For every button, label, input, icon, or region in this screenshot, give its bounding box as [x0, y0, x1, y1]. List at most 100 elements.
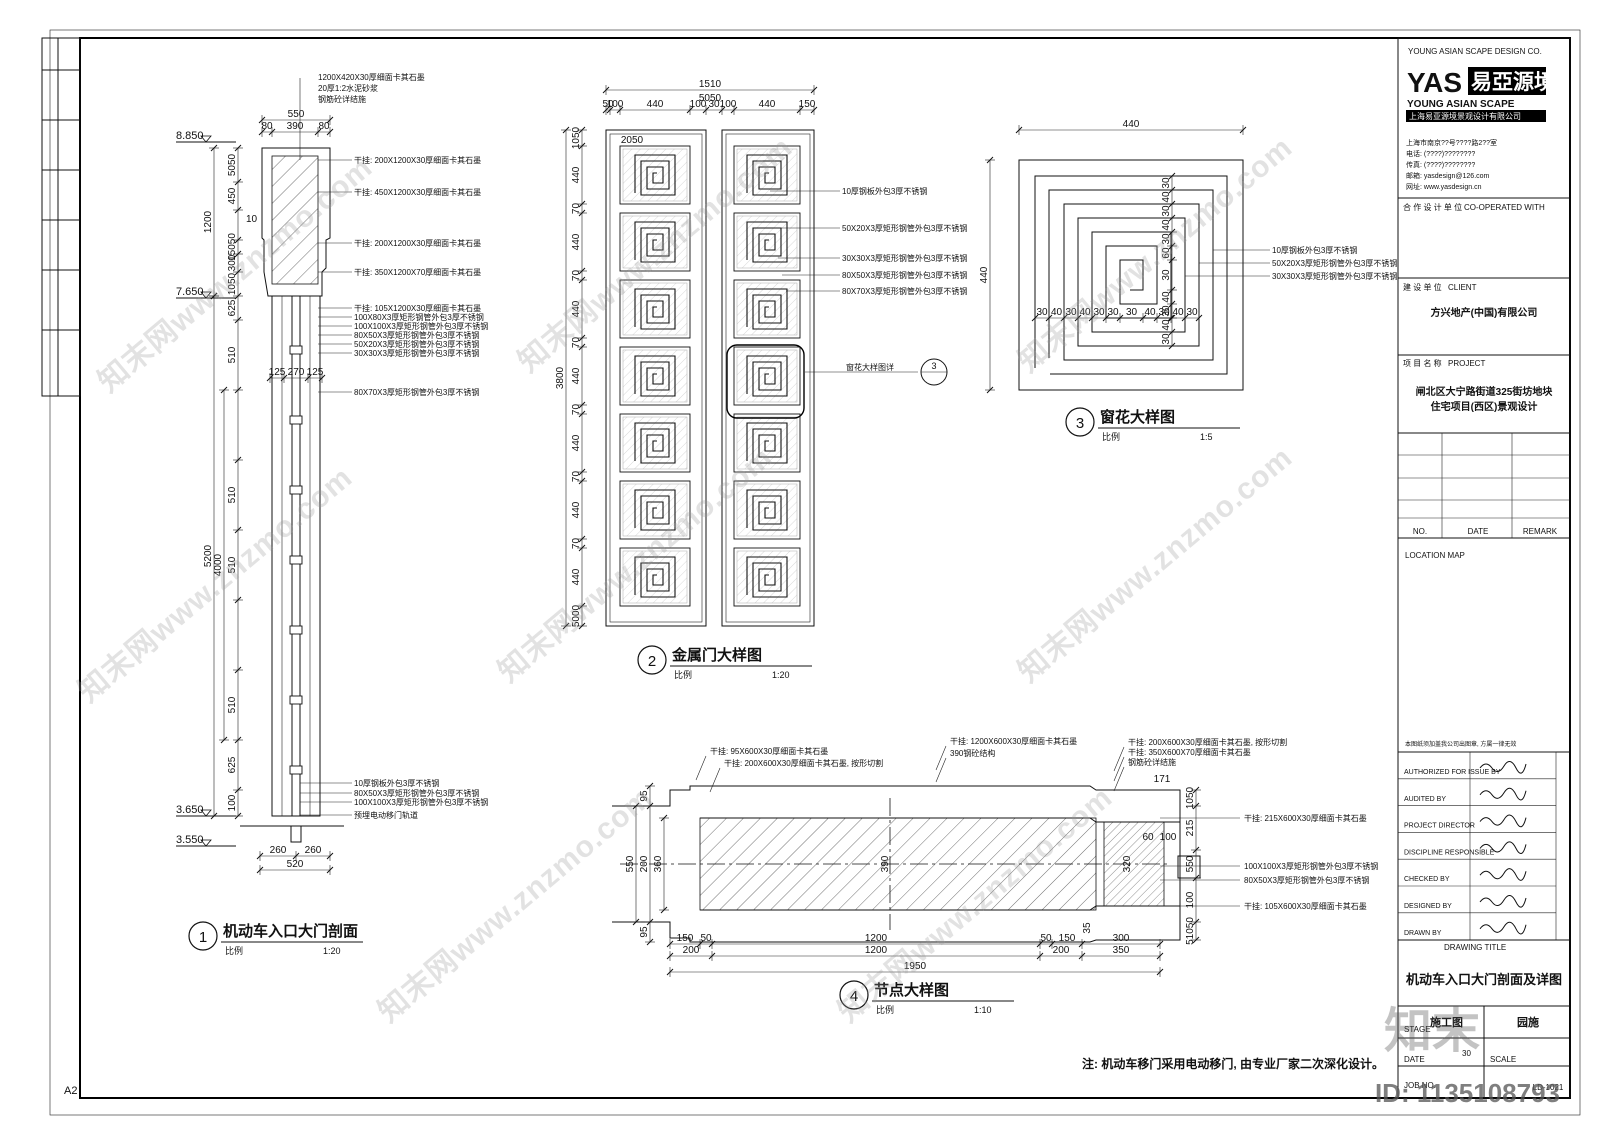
view-number: 2 [648, 653, 656, 670]
client-label: 建 设 单 位 [1403, 282, 1442, 292]
door-panels [619, 145, 801, 607]
annotation: 50X20X3厚矩形钢管外包3厚不锈钢 [842, 223, 967, 233]
signature [1479, 868, 1527, 881]
door-panel-fill [622, 483, 688, 537]
annotation: 80X50X3厚矩形钢管外包3厚不锈钢 [354, 330, 479, 340]
dim-label: 4000 [213, 553, 224, 576]
dim-label: 70 [571, 270, 582, 282]
dim-label: 200 [683, 945, 700, 956]
dim-label: 5200 [203, 544, 214, 567]
dim-label: 510 [227, 346, 238, 363]
annotation: 干挂: 350X600X70厚细面卡其石墨 [1128, 747, 1251, 757]
annotation: 钢筋砼详结施 [1128, 757, 1176, 767]
dim-label: 30 [1161, 305, 1172, 317]
dim-label: 70 [571, 404, 582, 416]
dim-label: 70 [571, 471, 582, 483]
dim-label: 30 [1158, 307, 1170, 318]
job-label: JOB NO. [1404, 1081, 1436, 1090]
dim-label: 360 [653, 855, 664, 872]
level-marker [200, 809, 212, 817]
door-notes: 10厚钢板外包3厚不锈钢50X20X3厚矩形钢管外包3厚不锈钢30X30X3厚矩… [770, 186, 967, 386]
annotation: 80X70X3厚矩形钢管外包3厚不锈钢 [842, 286, 967, 296]
dim-label: 60 [1161, 247, 1172, 259]
bottom-note: 注: 机动车移门采用电动移门, 由专业厂家二次深化设计。 [1082, 1056, 1384, 1071]
dim-label: 625 [227, 299, 238, 316]
post-node [289, 625, 303, 635]
callout-frame [726, 344, 805, 419]
pattern-notes: 10厚钢板外包3厚不锈钢50X20X3厚矩形钢管外包3厚不锈钢30X30X3厚矩… [1185, 245, 1397, 281]
dim-label: 270 [288, 367, 305, 378]
door-spiral [746, 154, 788, 196]
dim-label: 390 [287, 121, 304, 132]
dim-label: 5000 [571, 604, 582, 627]
dim-label: 150 [1059, 933, 1076, 944]
annotation: 10厚钢板外包3厚不锈钢 [842, 186, 927, 196]
door-panel [619, 480, 691, 540]
door-spiral [634, 556, 676, 598]
contact-line: 上海市南京??号????路2??室 [1406, 138, 1497, 147]
view-scale-label: 比例 [674, 669, 692, 680]
project-line1: 闸北区大宁路街道325街坊地块 [1416, 385, 1554, 398]
annotation: 80X50X3厚矩形钢管外包3厚不锈钢 [354, 788, 479, 798]
door-panel-fill [736, 349, 798, 403]
dim-label: 440 [571, 233, 582, 250]
rev-col-no: NO. [1413, 527, 1427, 536]
dim-label: 1200 [865, 933, 888, 944]
post-node [289, 345, 303, 355]
annotation: 干挂: 350X1200X70厚细面卡其石墨 [354, 267, 481, 277]
pattern-outer [1018, 159, 1244, 391]
pillar-core-hatch [271, 155, 319, 285]
dim-label: 390 [880, 855, 891, 872]
sheet-border [49, 29, 1581, 1116]
sheet-size: A2 [64, 1085, 77, 1097]
view-number: 4 [850, 988, 858, 1005]
dim-label: 80 [318, 121, 330, 132]
dim-label: 440 [979, 266, 990, 283]
annotation: 80X70X3厚矩形钢管外包3厚不锈钢 [354, 387, 479, 397]
dim-label: 200 [1053, 945, 1070, 956]
company-logo-cn: 易亞源境 [1471, 70, 1555, 94]
dim-label: 440 [571, 568, 582, 585]
drawing-title: 机动车入口大门剖面及详图 [1406, 972, 1562, 987]
pillar-cap-outline [261, 147, 331, 297]
annotation: 10厚钢板外包3厚不锈钢 [1272, 245, 1357, 255]
contact-line: 传真: (????)???????? [1406, 160, 1475, 169]
door-spiral [746, 422, 788, 464]
door-panel [733, 547, 801, 607]
dim-label: 260 [270, 845, 287, 856]
view-scale: 1:5 [1200, 432, 1213, 442]
dim-label: 450 [227, 187, 238, 204]
door-panel-fill [622, 349, 688, 403]
rev-col-date: DATE [1468, 527, 1489, 536]
dim-label: 70 [571, 337, 582, 349]
dim-label: 260 [305, 845, 322, 856]
location-label: LOCATION MAP [1405, 551, 1465, 560]
company-logo-latin: YAS [1407, 67, 1462, 98]
annotation: 80X50X3厚矩形钢管外包3厚不锈钢 [1244, 875, 1369, 885]
dim-label: 550 [288, 109, 305, 120]
view-title: 金属门大样图 [671, 646, 762, 664]
title-block: YOUNG ASIAN SCAPE DESIGN CO. YAS 易亞源境 YO… [1397, 37, 1571, 1099]
view-number-circle [1065, 407, 1095, 437]
door-panel-fill [622, 215, 688, 269]
logo-cn-box [1468, 67, 1546, 95]
door-panel-fill [736, 215, 798, 269]
dim-label: 171 [1154, 774, 1171, 785]
signature [1479, 841, 1527, 854]
door-panel [619, 145, 691, 205]
contact-line: 电话: (????)???????? [1406, 149, 1475, 158]
company-contact: 上海市南京??号????路2??室电话: (????)???????? 传真: (… [1406, 138, 1497, 191]
dim-label: 520 [287, 859, 304, 870]
door-leaf-left [605, 129, 707, 627]
annotation: 预埋电动移门轨道 [354, 810, 418, 820]
company-name-cn: 上海易亚源境景观设计有限公司 [1409, 111, 1521, 121]
level-value: 7.650 [176, 286, 204, 298]
view-scale: 1:10 [974, 1005, 992, 1015]
post-nodes [289, 345, 303, 775]
dim-label: 30 [1161, 233, 1172, 245]
drawing-title-label: DRAWING TITLE [1444, 943, 1506, 952]
